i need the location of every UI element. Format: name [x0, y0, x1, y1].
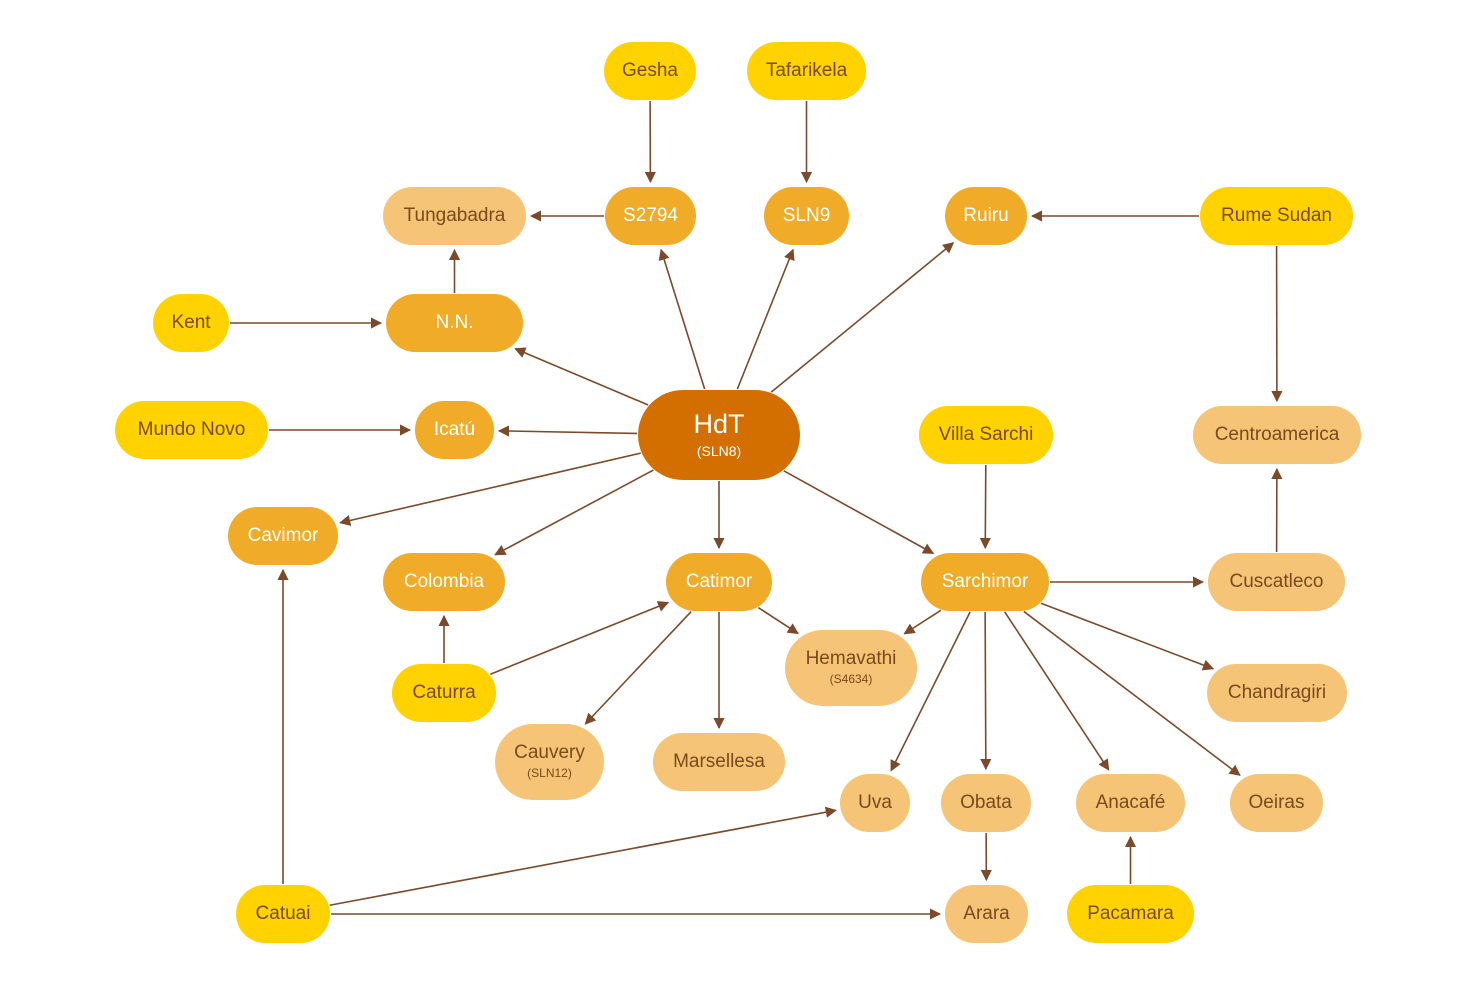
node-catimor: Catimor [666, 553, 772, 611]
node-label: Cauvery [514, 742, 585, 764]
node-label: Cuscatleco [1229, 570, 1324, 592]
node-arara: Arara [945, 885, 1028, 943]
node-sublabel: (SLN12) [527, 766, 572, 781]
edge-sarchimor-to-chandragiri [1040, 602, 1215, 671]
node-centroamerica: Centroamerica [1193, 406, 1361, 464]
node-label: Caturra [412, 681, 476, 703]
node-villa-sarchi: Villa Sarchi [919, 406, 1053, 464]
node-cuscatleco: Cuscatleco [1208, 553, 1345, 611]
node-uva: Uva [840, 774, 910, 832]
edge-sarchimor-to-anacafe [1003, 611, 1110, 771]
edge-sarchimor-to-oeiras [1023, 610, 1241, 776]
node-anacafe: Anacafé [1076, 774, 1185, 832]
node-label: Tafarikela [765, 59, 848, 81]
node-sarchimor: Sarchimor [921, 553, 1049, 611]
node-icatu: Icatú [415, 401, 494, 459]
edge-hdt-to-sarchimor [783, 470, 935, 555]
node-label: Rume Sudan [1221, 204, 1332, 226]
edge-hdt-to-icatu [497, 425, 638, 437]
edge-sarchimor-to-uva [890, 611, 971, 772]
node-label: Arara [963, 902, 1010, 924]
node-label: Marsellesa [673, 750, 765, 772]
node-label: Gesha [622, 59, 678, 81]
node-kent: Kent [153, 294, 229, 352]
node-s2794: S2794 [605, 187, 696, 245]
node-cauvery: Cauvery (SLN12) [495, 724, 604, 800]
edge-hdt-to-s2794 [658, 248, 706, 390]
node-pacamara: Pacamara [1067, 885, 1194, 943]
node-label: Oeiras [1248, 791, 1305, 813]
node-mundo-novo: Mundo Novo [115, 401, 268, 459]
node-label: Centroamerica [1214, 423, 1340, 445]
node-hdt: HdT (SLN8) [638, 390, 800, 480]
edge-sarchimor-to-obata [980, 611, 992, 771]
edge-hdt-to-cavimor [339, 452, 641, 526]
node-label: Obata [960, 791, 1012, 813]
node-label: Ruiru [963, 204, 1009, 226]
node-label: Icatú [433, 418, 476, 440]
node-catuai: Catuai [236, 885, 330, 943]
node-label: Catuai [255, 902, 311, 924]
node-hemavathi: Hemavathi (S4634) [785, 630, 917, 706]
node-cavimor: Cavimor [228, 507, 338, 565]
node-sln9: SLN9 [764, 187, 849, 245]
node-sublabel: (SLN8) [696, 443, 742, 460]
node-label: SLN9 [782, 204, 831, 226]
node-label: Mundo Novo [137, 418, 246, 440]
node-colombia: Colombia [383, 553, 505, 611]
edge-catimor-to-cauvery [584, 611, 692, 725]
node-label: Pacamara [1087, 902, 1174, 924]
node-sublabel: (S4634) [829, 672, 873, 687]
edge-hdt-to-ruiru [770, 242, 955, 393]
node-label: Colombia [403, 570, 485, 592]
edge-catuai-to-uva [329, 806, 837, 907]
node-chandragiri: Chandragiri [1207, 664, 1347, 722]
node-marsellesa: Marsellesa [653, 733, 785, 791]
node-label: Hemavathi [805, 648, 897, 670]
node-label: Cavimor [247, 524, 319, 546]
edge-sarchimor-to-hemavathi [903, 609, 942, 635]
node-label: HdT [693, 409, 745, 440]
node-gesha: Gesha [604, 42, 696, 100]
node-label: Sarchimor [941, 570, 1029, 592]
node-label: S2794 [623, 204, 678, 226]
edge-villa_sarchi-to-sarchimor [979, 464, 991, 550]
node-label: Uva [858, 791, 892, 813]
node-label: Kent [171, 311, 211, 333]
node-oeiras: Oeiras [1230, 774, 1323, 832]
node-label: N.N. [435, 311, 474, 333]
node-label: Anacafé [1095, 791, 1166, 813]
node-obata: Obata [941, 774, 1031, 832]
node-nn: N.N. [386, 294, 523, 352]
edge-caturra-to-catimor [490, 601, 670, 676]
node-rume-sudan: Rume Sudan [1200, 187, 1353, 245]
node-tungabadra: Tungabadra [383, 187, 526, 245]
edge-catimor-to-hemavathi [757, 606, 799, 635]
node-label: Tungabadra [403, 204, 506, 226]
node-label: Chandragiri [1227, 681, 1327, 703]
node-ruiru: Ruiru [945, 187, 1027, 245]
node-caturra: Caturra [392, 664, 496, 722]
node-label: Catimor [685, 570, 753, 592]
edge-hdt-to-nn [514, 347, 649, 406]
edge-hdt-to-colombia [494, 469, 654, 556]
edge-hdt-to-sln9 [736, 248, 795, 390]
node-label: Villa Sarchi [938, 423, 1034, 445]
node-tafarikela: Tafarikela [747, 42, 866, 100]
